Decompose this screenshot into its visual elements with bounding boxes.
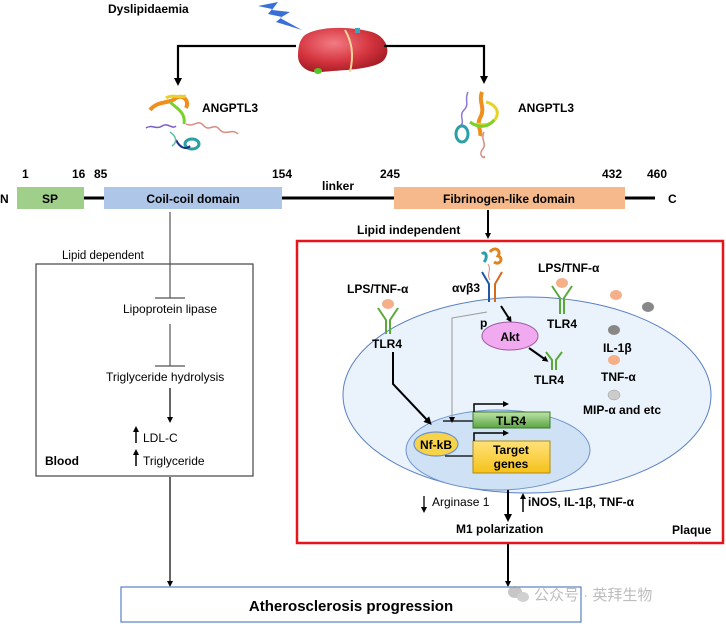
fibrinogen-like-domain-label: Fibrinogen-like domain bbox=[443, 192, 575, 206]
blood-panel: Lipid dependent Lipoprotein lipase Trigl… bbox=[35, 212, 254, 587]
tlr4-transcription-arrow bbox=[473, 401, 509, 412]
lipid-dependent-label: Lipid dependent bbox=[62, 250, 145, 262]
atherosclerosis-box bbox=[120, 586, 582, 623]
target-genes-label-1: Target bbox=[493, 443, 529, 457]
cytokine-orange-icon bbox=[610, 290, 622, 300]
integrin-label: αvβ3 bbox=[452, 281, 480, 295]
arrow-integrin-to-akt bbox=[500, 305, 512, 323]
tlr4-right-label: TLR4 bbox=[547, 317, 577, 331]
tlr4-gene-box bbox=[472, 411, 551, 429]
watermark-text: 公众号 · 英拜生物 bbox=[534, 586, 652, 604]
protein-right-label: ANGPTL3 bbox=[518, 101, 574, 115]
arrow-integrin-to-tlr4-gene bbox=[449, 311, 488, 423]
position-85: 85 bbox=[94, 167, 108, 181]
arginase-label: Arginase 1 bbox=[432, 495, 490, 509]
arrow-liver-right bbox=[384, 44, 488, 84]
lipoprotein-lipase-label: Lipoprotein lipase bbox=[123, 302, 217, 316]
position-1: 1 bbox=[22, 167, 29, 181]
triglyceride-hydrolysis-label: Triglyceride hydrolysis bbox=[106, 370, 224, 384]
protein-structure-right-icon bbox=[454, 91, 499, 159]
arrow-liver-left bbox=[174, 44, 296, 86]
plaque-box bbox=[295, 239, 725, 545]
lightning-icon bbox=[258, 2, 302, 30]
tnfa-label: TNF-α bbox=[601, 370, 636, 384]
lps-tnf-left-label: LPS/TNF-α bbox=[347, 282, 409, 296]
mip-label: MIP-α and etc bbox=[583, 403, 661, 417]
arrow-tlr4-to-nfkb bbox=[392, 352, 432, 425]
target-genes-transcription-arrow bbox=[473, 430, 509, 441]
sp-domain-label: SP bbox=[42, 192, 58, 206]
target-genes-label-2: genes bbox=[494, 457, 529, 471]
inos-label: iNOS, IL-1β, TNF-α bbox=[528, 495, 635, 509]
cytokine-gray-icon bbox=[642, 302, 654, 312]
blood-label: Blood bbox=[45, 454, 79, 468]
tnfa-particle-icon bbox=[608, 355, 620, 365]
tlr4-mid-label: TLR4 bbox=[534, 373, 564, 387]
coil-coil-domain-label: Coil-coil domain bbox=[146, 192, 239, 206]
domain-map: N 1 16 85 154 245 432 460 SP Coil-coil d… bbox=[0, 167, 677, 209]
nfkb-label: Nf-kB bbox=[420, 438, 452, 452]
plaque-label: Plaque bbox=[672, 523, 712, 537]
coil-coil-domain bbox=[104, 187, 282, 209]
position-245: 245 bbox=[380, 167, 400, 181]
tlr4-receptor-left-icon bbox=[377, 307, 399, 334]
m1-polarization-label: M1 polarization bbox=[456, 522, 543, 536]
ligand-left-icon bbox=[382, 299, 394, 309]
tlr4-left-label: TLR4 bbox=[372, 337, 402, 351]
sp-domain bbox=[17, 187, 84, 209]
atherosclerosis-label: Atherosclerosis progression bbox=[249, 598, 453, 615]
tlr4-receptor-mid-icon bbox=[545, 351, 563, 370]
n-terminus-label: N bbox=[0, 192, 9, 206]
position-154: 154 bbox=[272, 167, 292, 181]
lipid-independent-label: Lipid independent bbox=[357, 223, 460, 237]
il1b-label: IL-1β bbox=[603, 341, 632, 355]
ldl-c-label: LDL-C bbox=[143, 431, 178, 445]
tlr4-gene-label: TLR4 bbox=[496, 414, 526, 428]
fibrinogen-like-domain bbox=[394, 187, 625, 209]
blood-box bbox=[35, 263, 254, 477]
position-432: 432 bbox=[602, 167, 622, 181]
lps-tnf-right-label: LPS/TNF-α bbox=[538, 261, 600, 275]
phospho-label: p bbox=[480, 316, 487, 330]
ligand-right-icon bbox=[556, 278, 568, 288]
il1b-particle-icon bbox=[608, 325, 620, 335]
position-16: 16 bbox=[72, 167, 86, 181]
mip-particle-icon bbox=[607, 389, 621, 401]
akt-node bbox=[481, 321, 539, 351]
linker-label: linker bbox=[322, 179, 354, 193]
watermark: 公众号 · 英拜生物 bbox=[508, 586, 652, 604]
target-genes-box bbox=[472, 440, 551, 474]
c-terminus-label: C bbox=[668, 192, 677, 206]
nfkb-node bbox=[413, 431, 459, 457]
protein-left-label: ANGPTL3 bbox=[202, 101, 258, 115]
integrin-alpha-icon bbox=[481, 271, 490, 302]
integrin-beta-icon bbox=[494, 271, 503, 302]
liver-icon bbox=[298, 27, 388, 74]
protein-structure-left-icon bbox=[145, 94, 239, 151]
dyslipidaemia-label: Dyslipidaemia bbox=[108, 2, 189, 16]
triglyceride-label: Triglyceride bbox=[143, 454, 205, 468]
tlr4-receptor-right-icon bbox=[551, 285, 573, 314]
position-460: 460 bbox=[647, 167, 667, 181]
akt-label: Akt bbox=[500, 330, 519, 344]
angptl3-bound-icon bbox=[480, 247, 503, 281]
plaque-panel: Lipid independent LPS/TNF-α TLR4 αvβ3 p … bbox=[295, 210, 725, 587]
arrow-akt-to-tlr4 bbox=[528, 347, 549, 362]
